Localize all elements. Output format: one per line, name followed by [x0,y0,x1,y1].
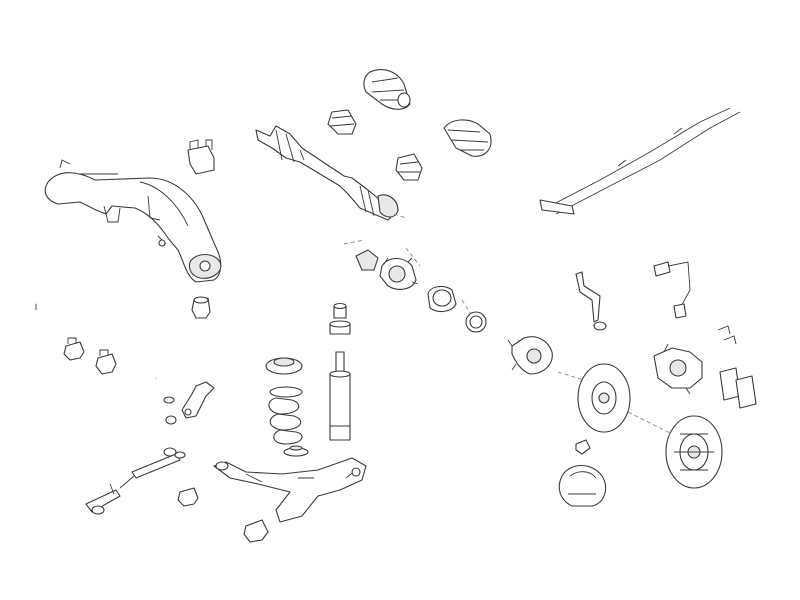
wheel-bearing [427,285,457,313]
cv-boot-inner-a [443,119,492,157]
cv-boot-large [363,69,411,110]
tie-rod [119,475,135,489]
control-arm-bushing-b [243,519,269,543]
subframe-mount-bushing [187,139,215,175]
lower-spring-seat [283,445,309,457]
anti-roll-bar [35,292,184,379]
brake-disc-front [665,415,723,489]
washer-set [163,396,177,457]
cv-boot-inner-b [395,153,423,181]
stabilizer-link-lower [131,451,186,479]
bleed-valve [575,439,591,455]
spring-seat [265,357,303,375]
abs-ring [465,311,487,333]
anti-roll-bar-bushing-right [95,349,117,375]
anti-roll-bar-bushing-left [63,337,85,361]
bump-stop [333,302,347,319]
stabilizer-link-upper [181,381,215,419]
cv-boot-small-outer [327,109,357,135]
subframe [44,159,222,283]
dust-cover [355,249,379,271]
wheel-hub [379,257,419,290]
drive-shaft [255,125,407,221]
handbrake-cables [539,107,741,215]
pad-clips [717,325,737,345]
coil-spring [268,386,303,445]
brake-caliper [653,343,703,395]
tie-rod-end [85,483,121,515]
shock-absorber [329,351,351,441]
control-arm [213,457,367,523]
brake-disc-rear [577,363,631,433]
abs-sensor [653,261,691,319]
brake-hose [575,271,607,331]
subframe-bracket [191,296,211,319]
brake-shoes [558,464,607,507]
control-arm-bushing-a [177,487,199,507]
brake-pads [719,367,757,409]
hub-flange [507,336,553,375]
top-mount [329,320,351,335]
